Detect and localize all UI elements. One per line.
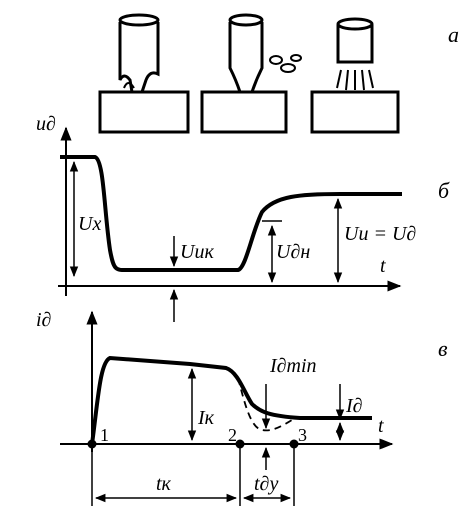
uik-label: Uик [180, 241, 214, 263]
ui-ud-label: Uи = U∂ [344, 223, 416, 245]
time-axis-label-v: t [378, 415, 384, 437]
point-1-label: 1 [100, 425, 109, 445]
panel-label-a: а [448, 22, 459, 47]
current-dip-dashed [237, 377, 293, 432]
ik-label: Iк [197, 407, 215, 429]
tk-label: tк [156, 473, 172, 495]
current-curve [90, 355, 372, 445]
current-axis-label: i∂ [36, 309, 52, 331]
panel-label-v: в [438, 336, 448, 361]
point-2 [235, 439, 245, 449]
ux-label: Uх [78, 213, 101, 235]
voltage-graph: u∂ t б Uх Uик U∂н Uи = U∂ [36, 113, 450, 322]
electrode-sketches: а [98, 13, 459, 134]
udn-label: U∂н [276, 241, 310, 263]
point-3 [289, 439, 299, 449]
id-label: I∂ [345, 395, 363, 417]
voltage-axis-label: u∂ [36, 113, 56, 135]
time-axis-label-b: t [380, 255, 386, 277]
voltage-curve [60, 155, 402, 273]
idmin-label: I∂min [269, 355, 317, 377]
sketch-splash [200, 13, 302, 134]
tdy-label: t∂у [254, 473, 278, 495]
panel-label-b: б [438, 178, 450, 203]
current-graph: i∂ t в Iк I∂min I∂ 1 2 3 tк t∂у [36, 309, 448, 506]
sketch-short-circuit [98, 13, 190, 134]
sketch-spray [310, 17, 400, 134]
point-3-label: 3 [298, 425, 307, 445]
point-2-label: 2 [228, 425, 237, 445]
point-1 [87, 439, 97, 449]
